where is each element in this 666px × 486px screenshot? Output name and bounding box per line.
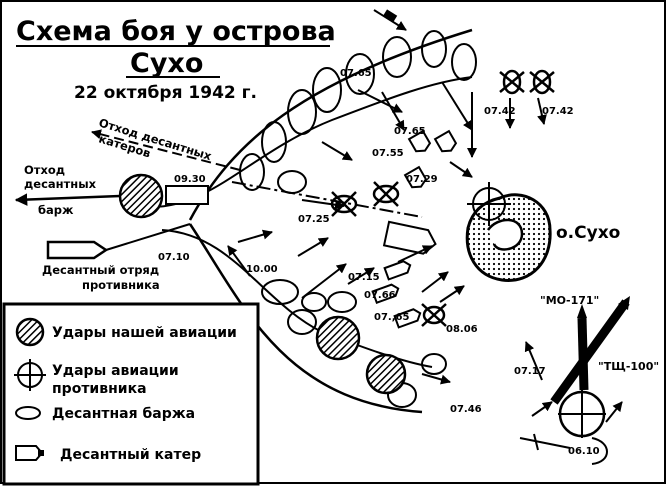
enemy-detachment-arrow — [46, 240, 109, 260]
tsch100-ship — [577, 317, 589, 391]
lower-arrows — [227, 229, 465, 385]
legend-box — [2, 302, 260, 486]
mo171-ship — [550, 299, 630, 405]
time-0610: 06.10 — [568, 446, 600, 457]
time-0715: 07.15 — [348, 272, 380, 283]
destroyed-targets — [330, 69, 555, 327]
upper-arrows — [301, 81, 547, 210]
legend-our-air: Удары нашей авиации — [52, 325, 237, 341]
top-arrow — [373, 9, 407, 31]
legend-our-air-icon — [15, 317, 45, 347]
legend-barge: Десантная баржа — [52, 406, 195, 422]
tsch100-label: "ТЩ-100" — [598, 360, 659, 373]
mo171-label: "МО-171" — [540, 294, 599, 307]
lower-loops — [261, 279, 447, 408]
title-line2: Сухо — [130, 48, 203, 79]
time-0765b: 07.65 — [394, 126, 426, 137]
island-bay — [486, 218, 524, 251]
top-boat — [383, 9, 398, 22]
time-1000: 10.00 — [246, 264, 278, 275]
time-0710: 07.10 — [158, 252, 190, 263]
time-0806: 08.06 — [446, 324, 478, 335]
legend-barge-icon — [15, 406, 41, 420]
barge-retreat-arrow — [14, 193, 121, 206]
legend: Удары нашей авиации Удары авиации против… — [2, 302, 260, 486]
time-0742a: 07.42 — [484, 106, 516, 117]
time-0742b: 07.42 — [542, 106, 574, 117]
time-0766: 07.66 — [364, 290, 396, 301]
time-0765c: 07.,65 — [374, 312, 409, 323]
our-air-strike-3 — [365, 353, 407, 395]
time-0765: 07.65 — [340, 68, 372, 79]
enemy-approach-line — [105, 223, 191, 251]
our-air-strike-2 — [315, 315, 361, 361]
island-label: о.Сухо — [556, 223, 620, 243]
ships-group — [519, 296, 630, 465]
our-air-strike-1 — [118, 173, 164, 219]
enemy-air-strike-island — [467, 182, 511, 226]
enemy-detachment-1: Десантный отряд — [42, 263, 159, 277]
legend-boat-icon — [15, 445, 44, 461]
time-0930: 09.30 — [174, 174, 206, 185]
lower-boundary-line — [188, 223, 423, 414]
retreat-barges-3: барж — [38, 203, 74, 217]
retreat-barges-2: десантных — [24, 177, 97, 191]
legend-enemy-air-2: противника — [52, 381, 147, 397]
upper-boundary-line — [188, 28, 473, 221]
time-0717: 07.17 — [514, 366, 546, 377]
time-0755: 07.55 — [372, 148, 404, 159]
dashdot-line — [231, 181, 423, 218]
title-line1: Схема боя у острова — [16, 16, 336, 47]
title-date: 22 октября 1942 г. — [74, 83, 257, 103]
legend-enemy-air-icon — [14, 359, 46, 391]
legend-boat: Десантный катер — [60, 447, 201, 463]
legend-enemy-air-1: Удары авиации — [52, 363, 179, 379]
time-0746: 07.46 — [450, 404, 482, 415]
time-0725: 07.25 — [298, 214, 330, 225]
time-0729: 07.29 — [406, 174, 438, 185]
retreat-barges-1: Отход — [24, 163, 65, 177]
boat-retreat-arrow — [91, 129, 241, 171]
enemy-detachment-2: противника — [82, 278, 160, 292]
barge-0930 — [165, 185, 209, 205]
upper-loops — [239, 30, 477, 194]
